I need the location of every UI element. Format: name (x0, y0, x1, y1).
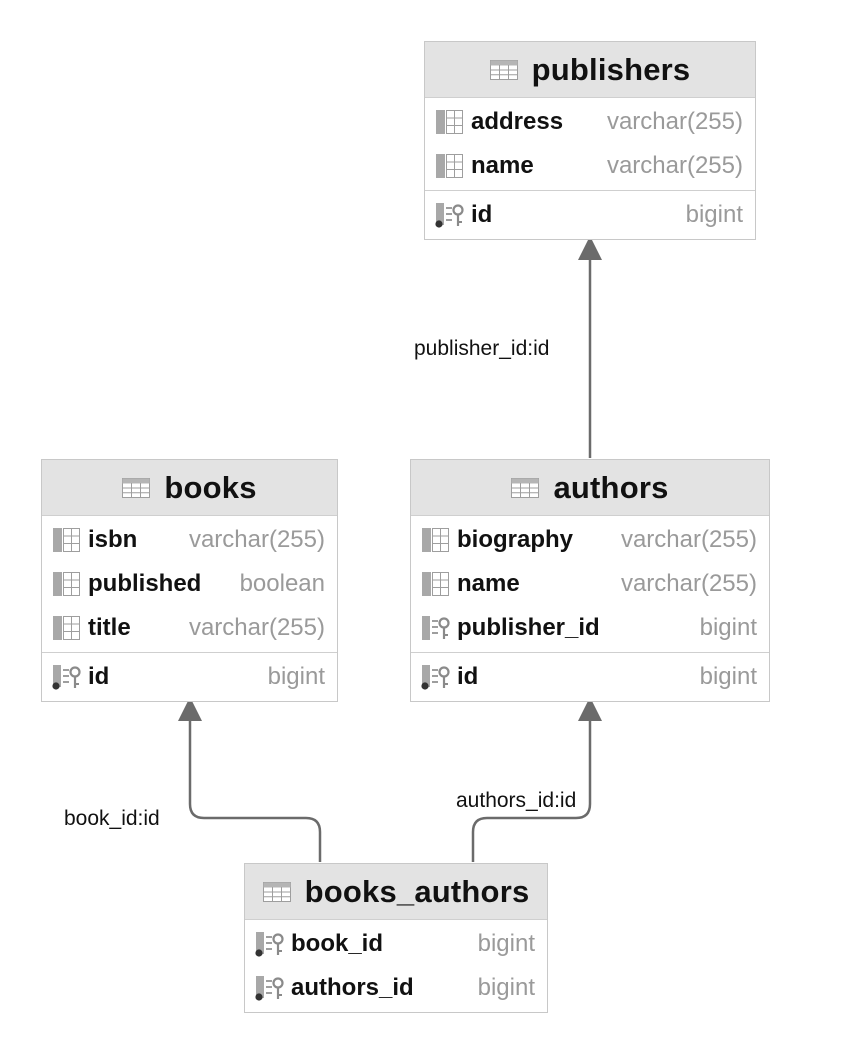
column-name: id (88, 663, 110, 690)
column-name: id (471, 201, 493, 228)
column-type: varchar(255) (620, 570, 757, 597)
table-publishers[interactable]: publishers address varchar(255) name varchar… (424, 41, 756, 240)
column-type: bigint (699, 663, 757, 690)
edge-books-authors-to-books[interactable] (178, 697, 322, 862)
table-title: books_authors (304, 873, 530, 909)
edge-label-authors-id: authors_id:id (456, 789, 577, 813)
column-row[interactable]: name varchar(255) (425, 144, 755, 188)
keys-section: id bigint (425, 190, 755, 239)
column-row[interactable]: published boolean (42, 562, 337, 606)
arrowhead-icon (578, 236, 602, 260)
arrowhead-icon (178, 697, 202, 721)
column-name: isbn (88, 526, 138, 553)
column-name: publisher_id (457, 614, 600, 641)
table-icon (262, 881, 291, 902)
column-name: name (457, 570, 520, 597)
columns-section: isbn varchar(255) published boolean title var… (42, 516, 337, 652)
primary-key-icon (255, 931, 285, 957)
column-icon (52, 615, 82, 641)
table-icon (122, 477, 151, 498)
table-title: publishers (531, 51, 691, 87)
column-name: book_id (291, 930, 384, 957)
column-type: bigint (477, 974, 535, 1001)
column-type: bigint (267, 663, 325, 690)
edge-label-book-id: book_id:id (64, 807, 160, 831)
columns-section: biography varchar(255) name varchar(255) pub… (411, 516, 769, 652)
column-row[interactable]: book_id bigint (245, 922, 547, 966)
column-type: varchar(255) (188, 526, 325, 553)
keys-section: id bigint (411, 652, 769, 701)
edge-authors-publishers[interactable] (578, 236, 602, 458)
primary-key-icon (52, 664, 82, 690)
column-icon (435, 109, 465, 135)
column-name: name (471, 152, 534, 179)
column-type: bigint (699, 614, 757, 641)
column-row[interactable]: id bigint (425, 193, 755, 237)
edge-label-publisher-id: publisher_id:id (414, 337, 550, 361)
column-type: boolean (239, 570, 325, 597)
column-icon (435, 153, 465, 179)
column-name: authors_id (291, 974, 414, 1001)
column-type: varchar(255) (606, 152, 743, 179)
primary-key-icon (255, 975, 285, 1001)
table-title: authors (553, 469, 669, 505)
primary-key-icon (435, 202, 465, 228)
keys-section: id bigint (42, 652, 337, 701)
column-row[interactable]: isbn varchar(255) (42, 518, 337, 562)
table-authors[interactable]: authors biography varchar(255) name varchar(… (410, 459, 770, 702)
table-header[interactable]: books (42, 460, 337, 516)
column-row[interactable]: authors_id bigint (245, 966, 547, 1010)
table-icon (489, 59, 518, 80)
column-icon (52, 527, 82, 553)
column-row[interactable]: id bigint (42, 655, 337, 699)
column-type: bigint (477, 930, 535, 957)
table-title: books (164, 469, 257, 505)
table-icon (511, 477, 540, 498)
table-books[interactable]: books isbn varchar(255) published boolean tit… (41, 459, 338, 702)
edge-books-authors-to-authors[interactable] (471, 697, 602, 862)
column-row[interactable]: publisher_id bigint (411, 606, 769, 650)
column-row[interactable]: id bigint (411, 655, 769, 699)
column-row[interactable]: address varchar(255) (425, 100, 755, 144)
primary-key-icon (421, 664, 451, 690)
column-type: varchar(255) (188, 614, 325, 641)
column-type: varchar(255) (620, 526, 757, 553)
column-icon (52, 571, 82, 597)
column-row[interactable]: title varchar(255) (42, 606, 337, 650)
arrowhead-icon (578, 697, 602, 721)
column-row[interactable]: biography varchar(255) (411, 518, 769, 562)
column-name: id (457, 663, 479, 690)
column-name: published (88, 570, 202, 597)
column-name: title (88, 614, 131, 641)
table-header[interactable]: authors (411, 460, 769, 516)
table-header[interactable]: books_authors (245, 864, 547, 920)
column-type: bigint (685, 201, 743, 228)
foreign-key-icon (421, 615, 451, 641)
table-header[interactable]: publishers (425, 42, 755, 98)
column-row[interactable]: name varchar(255) (411, 562, 769, 606)
column-type: varchar(255) (606, 108, 743, 135)
columns-section: address varchar(255) name varchar(255) (425, 98, 755, 190)
column-name: biography (457, 526, 574, 553)
column-icon (421, 571, 451, 597)
column-name: address (471, 108, 564, 135)
column-icon (421, 527, 451, 553)
